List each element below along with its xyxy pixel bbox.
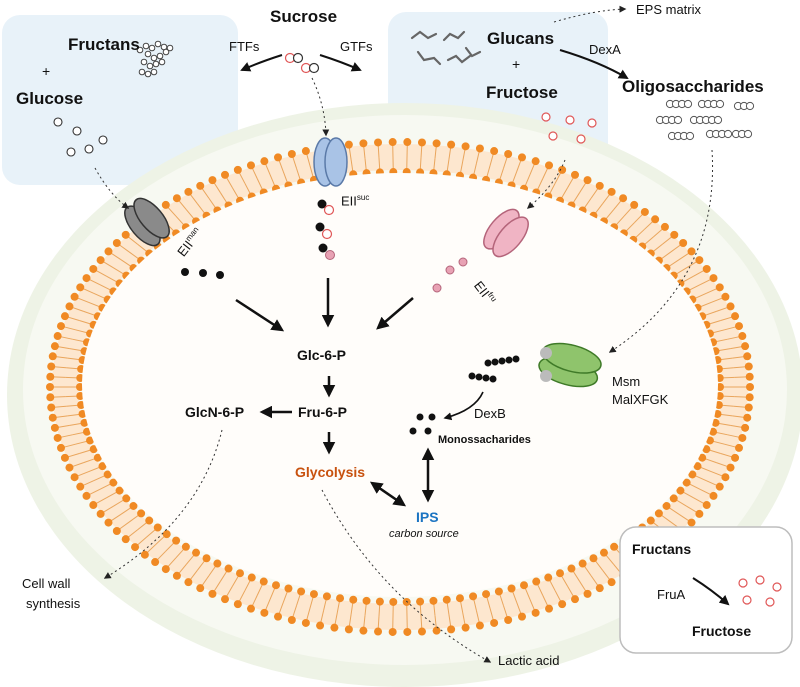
glcn6p-label: GlcN-6-P: [185, 404, 245, 420]
cell-wall-label-2: synthesis: [26, 596, 81, 611]
cytoplasm: [82, 173, 718, 597]
sucrose-p-dots: [315, 199, 335, 260]
eps-matrix-label: EPS matrix: [636, 2, 702, 17]
msm-transporter: [538, 342, 602, 388]
fructose-molecules-box: [738, 575, 782, 607]
oligo-chains-inside: [468, 355, 520, 383]
glucose-molecules: [53, 117, 108, 157]
man-to-glc6p-arrow: [235, 298, 285, 332]
dexa-arrow: [559, 49, 629, 80]
left-extracellular-panel: [2, 15, 238, 185]
fructose-molecules-top: [541, 112, 597, 144]
msm-label: Msm: [612, 374, 641, 389]
gtfs-label: GTFs: [340, 39, 373, 54]
fructose-box-label: Fructose: [692, 623, 752, 639]
ftfs-label: FTFs: [229, 39, 260, 54]
glucose-label: Glucose: [16, 89, 84, 108]
ftfs-arrow: [240, 54, 283, 72]
fru-to-glc6p-arrow: [376, 297, 414, 330]
frua-label: FruA: [657, 587, 686, 602]
plus-left-label: +: [42, 63, 51, 79]
frua-arrow: [692, 577, 730, 606]
cell-wall-label-1: Cell wall: [22, 576, 71, 591]
gtfs-arrow: [319, 54, 362, 72]
glucose-p-dots-man: [181, 268, 224, 279]
fructans-left-label: Fructans: [68, 35, 140, 54]
fructans-box-label: Fructans: [632, 541, 692, 557]
sucrose-molecule-top: [284, 52, 320, 74]
fructan-cluster-left: [136, 40, 174, 78]
frua-box: [619, 526, 793, 654]
dexb-label: DexB: [474, 406, 506, 421]
sucrose-label: Sucrose: [270, 7, 338, 26]
monosaccharide-dots: [409, 413, 436, 435]
malxfgk-label: MalXFGK: [612, 392, 669, 407]
dexb-arrow: [443, 391, 484, 421]
cell-membrane: [46, 138, 754, 636]
fructose-p-dots: [432, 257, 468, 293]
eii-suc-label: EIIsuc: [341, 193, 370, 209]
fructose-to-eiifru-arrow: [526, 159, 566, 209]
monosaccharides-label: Monossacharides: [438, 434, 531, 446]
fru6p-label: Fru-6-P: [298, 404, 347, 420]
carbon-source-label: carbon source: [389, 528, 459, 540]
glucans-to-eps-arrow: [553, 5, 627, 23]
lactic-acid-label: Lactic acid: [498, 653, 560, 668]
eii-fru-transporter: [483, 208, 529, 258]
glycolysis-to-lactic-arrow: [321, 489, 492, 663]
oligo-to-msm-arrow: [608, 149, 714, 353]
dexa-label: DexA: [589, 42, 621, 57]
glycolysis-ips-arrow: [369, 481, 407, 507]
glycolysis-label: Glycolysis: [295, 464, 366, 480]
eii-suc-transporter: [313, 137, 348, 187]
ips-label: IPS: [416, 509, 439, 525]
oligosaccharide-molecules: [655, 99, 755, 141]
oligosaccharides-label: Oligosaccharides: [622, 77, 764, 96]
glucans-molecules: [410, 30, 482, 66]
fructose-top-label: Fructose: [486, 83, 558, 102]
glc6p-label: Glc-6-P: [297, 347, 347, 363]
glucans-label: Glucans: [487, 29, 555, 48]
plus-right-label: +: [512, 56, 521, 72]
